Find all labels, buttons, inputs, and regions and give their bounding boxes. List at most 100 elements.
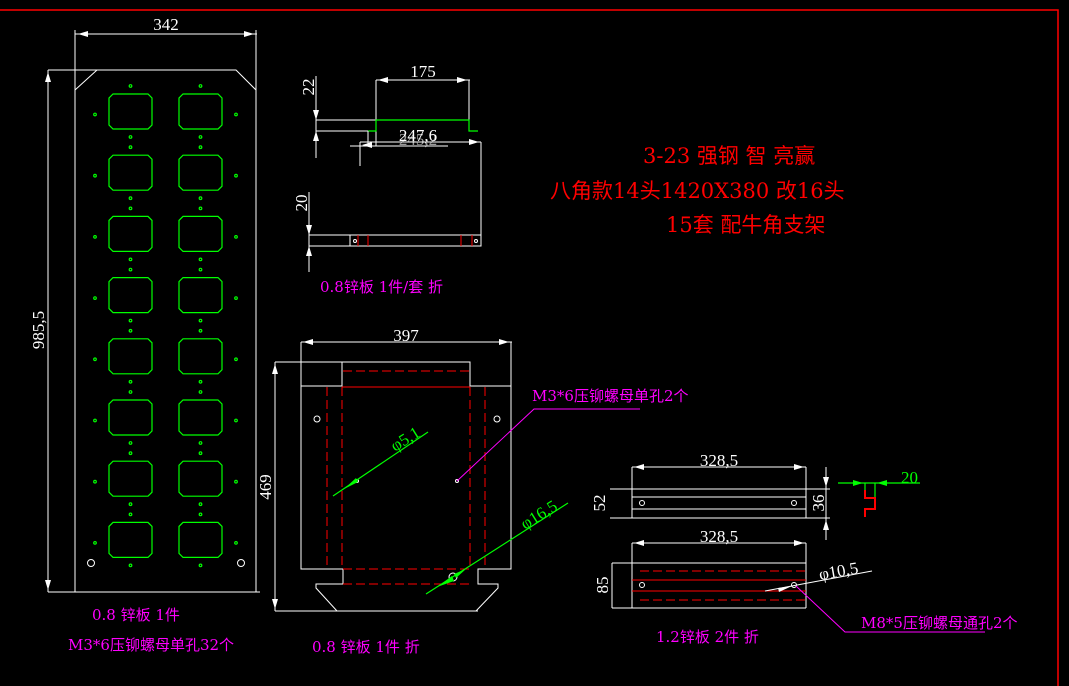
rivet-hole xyxy=(234,234,238,239)
rivet-hole xyxy=(234,296,238,301)
rivet-hole xyxy=(198,257,203,262)
rivet-hole xyxy=(128,379,133,384)
rivet-hole xyxy=(93,541,97,545)
rail-profile xyxy=(864,490,876,517)
hole xyxy=(791,500,797,506)
rivet-hole xyxy=(198,318,203,323)
cutout-window xyxy=(178,215,223,252)
rivet-hole xyxy=(198,502,203,507)
title-block: 3-23 强钢 智 亮赢 八角款14头1420X380 改16头 15套 配牛角… xyxy=(550,144,845,237)
arrow-icon xyxy=(853,480,863,486)
strip-flat xyxy=(308,234,482,247)
rivet-hole xyxy=(198,512,203,517)
hole xyxy=(493,415,501,423)
dim-rail-hole: φ10,5 xyxy=(817,558,859,584)
hole xyxy=(639,500,645,506)
dim-strip-top-height: 22 xyxy=(299,79,318,96)
rivet-hole xyxy=(234,112,238,117)
cutout-window xyxy=(178,338,223,375)
rivet-hole xyxy=(198,441,203,445)
rivet-hole xyxy=(128,196,133,201)
dim-hole-large: φ16,5 xyxy=(517,496,561,533)
mount-hole xyxy=(87,559,95,567)
cutout-window xyxy=(178,399,223,436)
dim-strip-top-width: 175 xyxy=(410,62,436,81)
rivet-hole xyxy=(198,196,203,201)
rivet-hole xyxy=(93,296,97,301)
rivet-hole xyxy=(128,135,133,139)
cutout-window xyxy=(178,521,223,558)
arrow-icon xyxy=(344,478,358,489)
rivet-hole xyxy=(128,257,133,262)
dim-rail-upper-width: 328,5 xyxy=(700,451,738,470)
back-plate-label: 0.8 锌板 1件 折 xyxy=(312,638,420,656)
arrow-icon xyxy=(454,569,466,578)
arrow-icon xyxy=(378,77,388,83)
arrow-icon xyxy=(823,477,829,487)
cutout-window xyxy=(108,338,153,375)
rivet-hole xyxy=(234,479,238,484)
dim-back-width: 397 xyxy=(393,326,419,345)
rivet-hole xyxy=(198,135,203,139)
rivet-hole xyxy=(128,502,133,507)
dim-strip-overlap-alt: 245,2 xyxy=(399,130,437,149)
arrow-icon xyxy=(244,31,254,37)
dim-rail-lower-width: 328,5 xyxy=(700,527,738,546)
title-line-1: 3-23 强钢 智 亮赢 xyxy=(643,144,815,168)
top-strip: 22 175 247,6 245,2 20 xyxy=(292,62,482,296)
arrow-icon xyxy=(778,586,792,592)
rivet-hole xyxy=(93,479,97,484)
rail-upper xyxy=(631,488,807,519)
cutout-window xyxy=(178,277,223,314)
cutout-window xyxy=(108,93,153,130)
hole xyxy=(455,479,459,483)
cutout-window xyxy=(108,399,153,436)
callout-leader xyxy=(456,408,640,482)
rivet-hole xyxy=(93,112,97,117)
dim-back-height: 469 xyxy=(256,474,275,500)
dim-hole-small: φ5,1 xyxy=(387,423,423,456)
arrow-icon xyxy=(306,246,312,256)
front-panel: 342 985,5 0.8 锌板 1件 M3*6压铆螺母单孔32个 xyxy=(29,15,260,654)
rivet-hole xyxy=(128,390,133,394)
rivet-hole xyxy=(128,441,133,445)
rivet-hole xyxy=(128,84,133,88)
rivet-hole xyxy=(93,357,97,362)
arrow-icon xyxy=(634,540,644,546)
top-strip-label: 0.8锌板 1件/套 折 xyxy=(320,278,443,296)
rivet-hole xyxy=(198,390,203,394)
arrow-icon xyxy=(45,72,51,82)
cutout-window xyxy=(108,521,153,558)
side-rails: 328,5 52 36 20 328,5 xyxy=(590,451,1018,646)
cutout-window xyxy=(108,215,153,252)
rivet-hole xyxy=(198,379,203,384)
rivet-hole xyxy=(234,418,238,423)
arrow-icon xyxy=(313,110,319,120)
arrow-icon xyxy=(306,225,312,235)
dim-rail-upper-right-height: 36 xyxy=(809,495,828,512)
rivet-hole xyxy=(128,563,133,568)
rivet-hole xyxy=(198,145,203,150)
rivet-hole xyxy=(234,357,238,362)
dim-profile: 20 xyxy=(901,468,918,487)
arrow-icon xyxy=(457,77,467,83)
front-panel-hardware-label: M3*6压铆螺母单孔32个 xyxy=(68,636,234,654)
hole xyxy=(353,239,357,243)
rivet-hole xyxy=(128,451,133,456)
arrow-icon xyxy=(313,131,319,141)
arrow-icon xyxy=(794,464,804,470)
arrow-icon xyxy=(634,464,644,470)
rivet-hole xyxy=(234,173,238,178)
arrow-icon xyxy=(794,540,804,546)
cutout-window xyxy=(178,460,223,497)
rivet-hole xyxy=(198,206,203,211)
arrow-icon xyxy=(272,599,278,609)
arrow-icon xyxy=(437,576,454,587)
rivet-hole xyxy=(128,318,133,323)
hole xyxy=(474,239,478,243)
back-plate-callout: M3*6压铆螺母单孔2个 xyxy=(532,387,689,405)
back-plate-outline xyxy=(300,361,512,612)
cutout-window xyxy=(178,154,223,191)
arrow-icon xyxy=(823,520,829,530)
